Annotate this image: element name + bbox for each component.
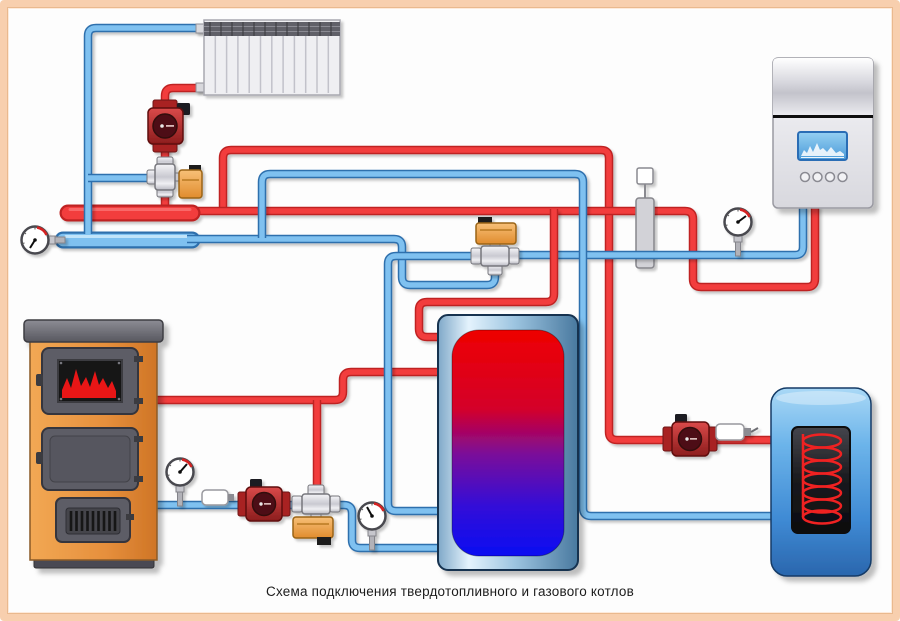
manifold-pressure-gauge xyxy=(20,225,66,255)
dhw-window xyxy=(791,426,851,534)
valve-actuator xyxy=(292,516,334,539)
flame-icon xyxy=(62,369,116,398)
actuator-lever xyxy=(189,165,201,173)
boiler-buttons xyxy=(799,171,848,183)
vent-door xyxy=(55,497,134,543)
radiator-mixing-valve xyxy=(146,156,203,199)
radiator-pump xyxy=(147,99,190,153)
ash-door xyxy=(36,427,143,491)
dhw-coil-icon xyxy=(801,433,843,525)
cold-pipes xyxy=(54,28,803,548)
buffer-tank xyxy=(437,314,579,571)
mixing-pressure-gauge xyxy=(357,501,387,551)
boiler-pressure-gauge xyxy=(165,457,195,507)
boiler-mixing-valve xyxy=(291,484,341,545)
display-graph-icon xyxy=(801,143,844,156)
gas-pressure-gauge xyxy=(723,207,753,257)
valve-actuator xyxy=(178,169,203,199)
air-separator xyxy=(635,167,655,269)
gas-boiler xyxy=(772,57,874,209)
solid-fuel-boiler xyxy=(23,319,164,569)
actuator-lever xyxy=(478,217,492,225)
dhw-tank xyxy=(770,387,872,577)
actuator-lever xyxy=(317,537,331,545)
diagram-caption: Схема подключения твердотопливного и газ… xyxy=(266,584,634,599)
dhw-pump xyxy=(662,414,718,457)
radiator xyxy=(195,19,341,96)
firebox-door xyxy=(36,347,143,415)
dhw-temperature-sensor xyxy=(715,423,759,441)
gas-return-valve xyxy=(470,217,520,276)
valve-actuator xyxy=(475,222,517,245)
boiler-temperature-sensor xyxy=(201,489,234,506)
boiler-pump xyxy=(237,479,291,522)
radiator-grill xyxy=(204,22,340,36)
auto-air-vent-icon xyxy=(636,167,654,185)
